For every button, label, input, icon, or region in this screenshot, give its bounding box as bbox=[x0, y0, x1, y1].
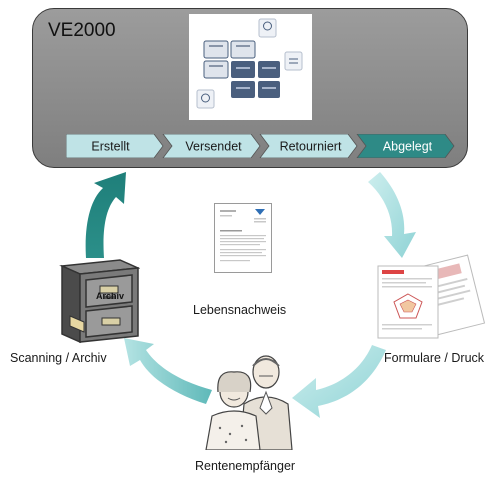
forms-printout-icon bbox=[377, 254, 486, 339]
workflow-step-label-1: Erstellt bbox=[91, 140, 130, 154]
workflow-step-label-4: Abgelegt bbox=[383, 140, 433, 154]
module-badge-right bbox=[284, 51, 303, 71]
system-title: VE2000 bbox=[48, 20, 116, 41]
scanning-archive-label: Scanning / Archiv bbox=[10, 351, 107, 365]
recipients-label: Rentenempfänger bbox=[195, 459, 296, 473]
arrow-archive-to-system bbox=[85, 172, 126, 258]
arrow-system-to-forms bbox=[368, 172, 416, 258]
module-tiles bbox=[203, 40, 280, 98]
recipients-illustration bbox=[205, 355, 293, 450]
workflow-step-1 bbox=[66, 134, 164, 158]
workflow-step-2 bbox=[162, 134, 261, 158]
arrow-recipients-to-scanning bbox=[124, 338, 212, 404]
filing-cabinet-icon: Archiv bbox=[59, 259, 140, 344]
workflow-step-3 bbox=[259, 134, 358, 158]
module-overview-graphic bbox=[189, 14, 312, 120]
arrow-forms-to-recipients bbox=[292, 345, 386, 418]
forms-print-label: Formulare / Druck bbox=[384, 351, 485, 365]
module-badge-left bbox=[196, 89, 215, 109]
workflow-step-label-2: Versendet bbox=[185, 140, 242, 154]
module-badge-top bbox=[258, 18, 277, 38]
cabinet-drawer-label: Archiv bbox=[96, 291, 124, 301]
document-icon bbox=[214, 203, 272, 273]
document-label: Lebensnachweis bbox=[193, 303, 287, 317]
workflow-step-4 bbox=[356, 134, 455, 158]
workflow-status-strip: Erstellt Versendet Retourniert Abgelegt bbox=[66, 134, 455, 158]
workflow-step-label-3: Retourniert bbox=[280, 140, 342, 154]
